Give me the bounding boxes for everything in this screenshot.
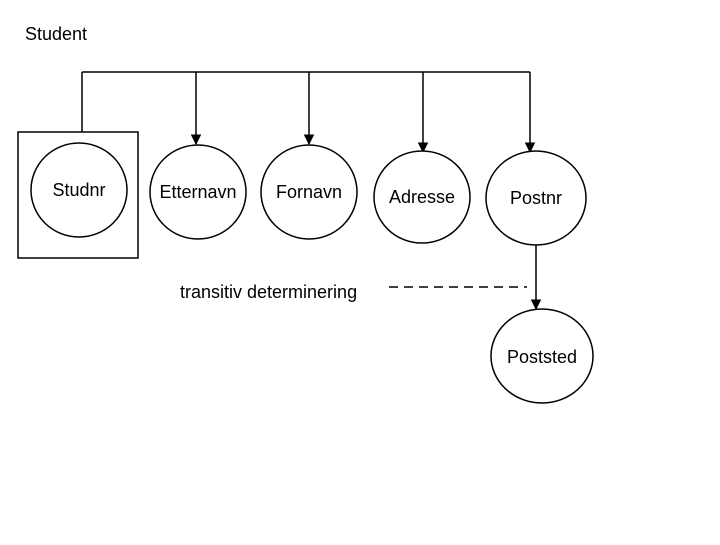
label-adresse: Adresse <box>389 187 455 207</box>
transitive-label: transitiv determinering <box>180 282 357 302</box>
node-poststed <box>490 308 594 404</box>
label-etternavn: Etternavn <box>159 182 236 202</box>
label-studnr: Studnr <box>52 180 105 200</box>
node-fornavn <box>260 144 358 240</box>
label-fornavn: Fornavn <box>276 182 342 202</box>
node-studnr <box>30 142 128 238</box>
label-postnr: Postnr <box>510 188 562 208</box>
label-poststed: Poststed <box>507 347 577 367</box>
node-adresse <box>373 150 471 244</box>
entity-title: Student <box>25 24 87 44</box>
node-etternavn <box>149 144 247 240</box>
